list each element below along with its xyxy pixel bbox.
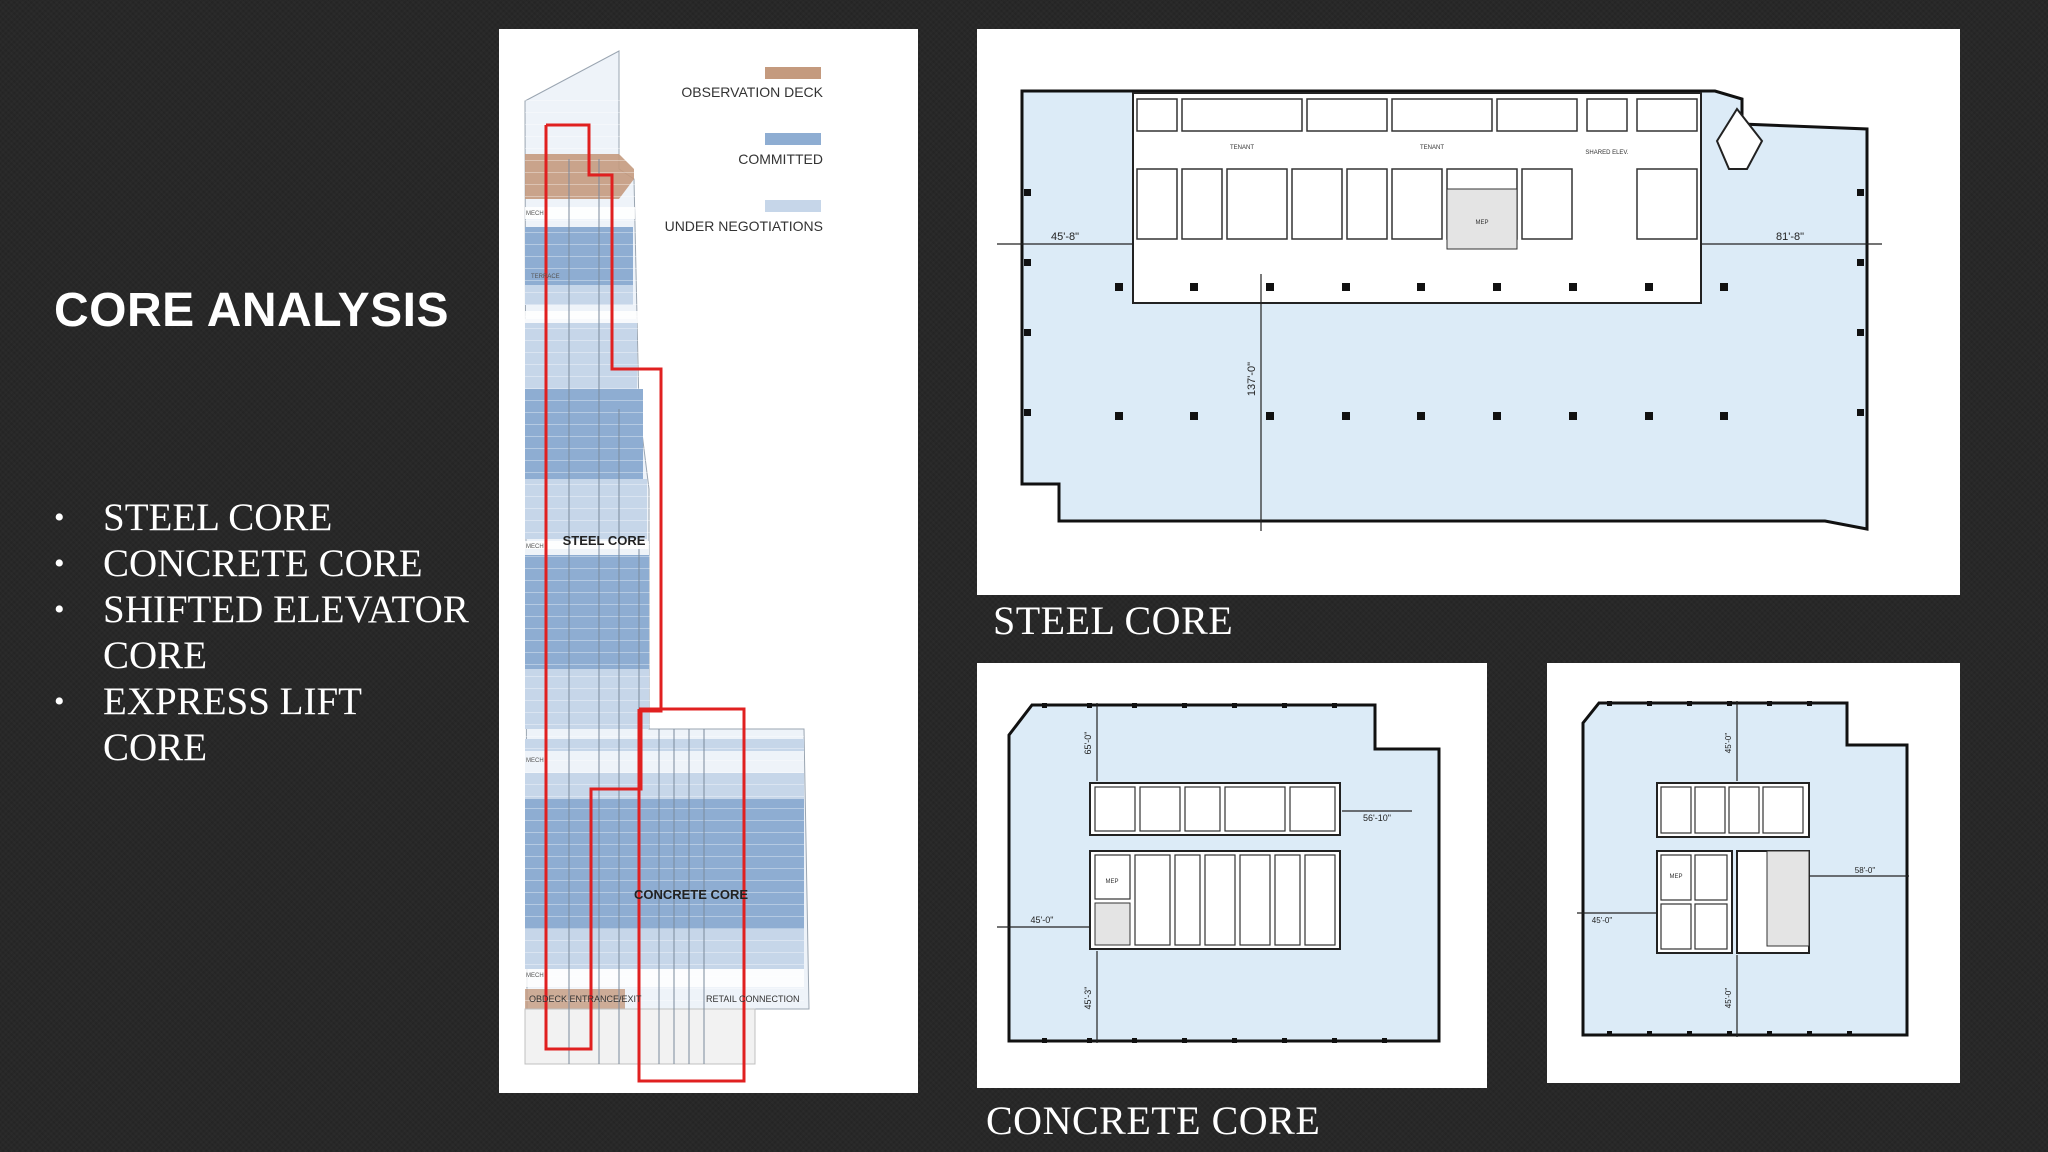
- mep-label-a: MEP: [1105, 879, 1118, 885]
- concrete-core-caption: CONCRETE CORE: [986, 1098, 1321, 1143]
- slide-title: CORE ANALYSIS: [54, 284, 450, 337]
- dim-top-a: 65'-0": [1083, 732, 1093, 755]
- concrete-core-outline: [637, 707, 746, 1083]
- concrete-core-plan-a: 65'-0" 56'-10" 45'-0" 45'-3" MEP: [997, 703, 1441, 1043]
- dim-bottom-b: 45'-0": [1724, 988, 1733, 1009]
- tenant-label-1: TENANT: [1230, 145, 1254, 151]
- legend-observation-deck: OBSERVATION DECK: [681, 84, 823, 100]
- shared-elevator-label: SHARED ELEV.: [1585, 150, 1628, 156]
- dim-right-b: 58'-0": [1855, 866, 1876, 875]
- steel-core-outline: [544, 123, 663, 1051]
- label-mech-1: MECH: [526, 211, 544, 217]
- bullet-concrete-core: CONCRETE CORE: [54, 541, 474, 587]
- concrete-core-plan-b-panel: 45'-0" 58'-0" 45'-0" 45'-0" MEP: [1547, 663, 1960, 1083]
- legend-committed: COMMITTED: [738, 151, 823, 167]
- bullet-list: STEEL CORE CONCRETE CORE SHIFTED ELEVATO…: [54, 495, 474, 771]
- label-obdeck-entrance: OBDECK ENTRANCE/EXIT: [529, 994, 642, 1004]
- label-steel-core: STEEL CORE: [563, 533, 646, 548]
- mep-label-b: MEP: [1669, 874, 1682, 880]
- concrete-core-plan-b: 45'-0" 58'-0" 45'-0" 45'-0" MEP: [1577, 701, 1909, 1037]
- dim-vertical: 137'-0": [1246, 362, 1258, 396]
- label-concrete-core: CONCRETE CORE: [634, 887, 748, 902]
- tower-section-panel: OBSERVATION DECK COMMITTED UNDER NEGOTIA…: [499, 29, 918, 1093]
- steel-core-plan-panel: 45'-8" 81'-8" 137'-0" TENANT TENANT SHAR…: [977, 29, 1960, 595]
- label-mech-3: MECH: [526, 758, 544, 764]
- label-terrace: TERRACE: [531, 274, 560, 280]
- dim-left-a: 45'-0": [1031, 915, 1054, 925]
- bullet-steel-core: STEEL CORE: [54, 495, 474, 541]
- concrete-core-plan-a-panel: 65'-0" 56'-10" 45'-0" 45'-3" MEP: [977, 663, 1487, 1088]
- legend-swatch-under-negotiations: [765, 200, 821, 212]
- tower-section-diagram: OBSERVATION DECK COMMITTED UNDER NEGOTIA…: [524, 50, 824, 1083]
- dim-right: 81'-8": [1776, 231, 1804, 243]
- dim-top-b: 45'-0": [1724, 733, 1733, 754]
- dim-left: 45'-8": [1051, 231, 1079, 243]
- tenant-label-2: TENANT: [1420, 145, 1444, 151]
- dim-bottom-a: 45'-3": [1083, 987, 1093, 1010]
- legend-swatch-observation-deck: [765, 67, 821, 79]
- label-mech-2: MECH: [526, 544, 544, 550]
- steel-core-caption: STEEL CORE: [993, 598, 1234, 643]
- label-mech-4: MECH: [526, 973, 544, 979]
- bullet-express-lift-core: EXPRESS LIFT CORE: [54, 679, 474, 771]
- legend-under-negotiations: UNDER NEGOTIATIONS: [665, 218, 823, 234]
- steel-core-plan: 45'-8" 81'-8" 137'-0" TENANT TENANT SHAR…: [997, 89, 1882, 531]
- dim-right-a: 56'-10": [1363, 813, 1391, 823]
- label-retail-connection: RETAIL CONNECTION: [706, 994, 800, 1004]
- legend-swatch-committed: [765, 133, 821, 145]
- dim-left-b: 45'-0": [1592, 916, 1613, 925]
- bullet-shifted-elevator-core: SHIFTED ELEVATOR CORE: [54, 587, 474, 679]
- mep-label: MEP: [1475, 220, 1488, 226]
